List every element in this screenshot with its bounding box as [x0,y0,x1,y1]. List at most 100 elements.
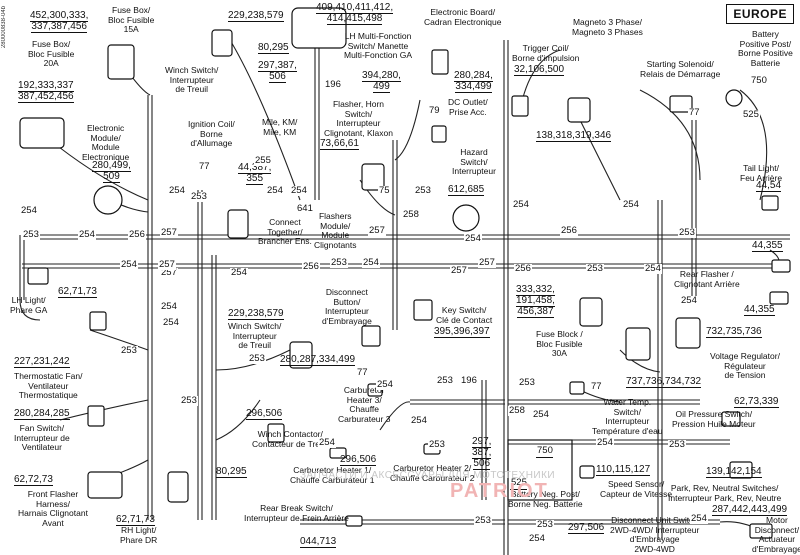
lh-multifunction-shape [431,49,449,75]
ref-front-flasher: 62,72,73 [14,474,53,486]
oil-pressure-shape [721,411,741,427]
label-lh-light: LH Light/Phare GA [10,295,48,315]
wire-number: 254 [512,199,530,210]
wire-number: 258 [402,209,420,220]
wire-number: 525 [510,477,528,488]
wire-number: 254 [644,263,662,274]
wire-number: 257 [478,257,496,268]
wire-number: 254 [160,301,178,312]
lh-light-shape [27,267,49,285]
label-speed-sensor: Speed Sensor/Capteur de Vitesse [600,479,673,499]
wire-number: 256 [302,261,320,272]
wire-number: 254 [78,229,96,240]
ref-297-387-506-b: 297,387,506 [472,436,492,470]
prn-switch-shape [729,461,753,479]
speed-sensor-shape [579,465,595,479]
watermark-text: ЗАПЧАСТИ И АКСЕССУАРЫ ДЛЯ МОТОТЕХНИКИ [300,470,556,481]
label-dc-outlet: DC Outlet/Prise Acc. [448,97,488,117]
wire-number: 257 [160,227,178,238]
winch-contactor-shape [267,423,285,443]
wire-number: 254 [410,415,428,426]
ref-winch-contactor: 296,506 [246,408,283,420]
wire-number: 256 [560,225,578,236]
wire-number: 255 [254,155,272,166]
watermark-logo-text: PATRIOT [450,480,549,502]
ignition-coil-shape [227,209,249,239]
wire-number: 750 [536,445,554,456]
region-badge: EUROPE [726,4,794,24]
front-flasher-shape [87,471,123,499]
ref-110-115-127: 110,115,127 [596,464,651,476]
wire-number: 254 [290,185,308,196]
fuse-box-20a-shape [19,117,65,149]
battery-positive-shape [725,89,743,107]
hazard-switch-shape [452,204,480,232]
trigger-coil-shape [511,95,529,117]
label-winch-contactor: Winch Contactor/Contacteur de Treuil [252,429,329,449]
ref-rh-light: 62,71,73 [116,514,155,526]
wire-number: 254 [266,185,284,196]
fuse-block-30a-shape [579,297,603,327]
wire-number: 254 [230,267,248,278]
electronic-board-shape [291,7,347,49]
magneto-shape [567,97,591,123]
wire-number: 253 [180,395,198,406]
ref-44-355-b: 44,355 [744,304,775,316]
wire-number: 254 [318,437,336,448]
wire-number: 258 [508,405,526,416]
wire-number: 257 [158,259,176,270]
ref-motor-disconnect: 287,442,443,499 [712,504,788,516]
tail-light-shape [761,195,779,211]
ref-electronic-module: 280,499,509 [92,160,131,183]
wire-number: 641 [296,203,314,214]
ref-lh-light: 62,71,73 [58,286,97,298]
flasher-shape [361,163,385,191]
label-battery-negative: Battery Neg. Post/Borne Neg. Batterie [508,489,583,509]
label-electronic-board: Electronic Board/Cadran Electronique [424,7,502,27]
fuse-box-15a-shape [107,44,135,80]
label-rh-light: RH Light/Phare DR [120,525,158,545]
wire-number: 254 [168,185,186,196]
ref-fan-switch: 280,284,285 [14,408,70,420]
label-carb-heater-2: Carburetor Heater 2/Chauffe Carburateur … [390,463,475,483]
wire-number: 253 [428,439,446,450]
wire-number: 77 [688,107,701,118]
wire-number: 254 [376,379,394,390]
wire-number: 254 [622,199,640,210]
wire-number: 254 [362,257,380,268]
ref-trigger-coil: 32,106,500 [514,64,565,76]
thermostatic-fan-shape [89,311,107,331]
label-magneto: Magneto 3 Phase/Magneto 3 Phases [572,17,643,37]
rh-light-shape [167,471,189,503]
wire-number: 254 [464,233,482,244]
ref-394-280-499: 394,280,499 [362,70,401,93]
wire-number: 256 [514,263,532,274]
wire-number: 253 [120,345,138,356]
ref-fuse-block: 333,332,191,458,456,387 [516,284,555,318]
wire-number: 750 [750,75,768,86]
ref-280-284-334-499: 280,284,334,499 [454,70,493,93]
wire-number: 254 [528,533,546,544]
rear-brake-shape [345,515,363,527]
voltage-regulator-shape [625,327,651,361]
wire-number: 254 [162,317,180,328]
label-oil-pressure: Oil Pressure Switch/Pression Huile Moteu… [672,409,756,429]
label-key-switch: Key Switch/Clé de Contact [436,305,493,325]
wire-number: 254 [596,437,614,448]
ref-280-287-334-499: 280,287,334,499 [280,354,356,366]
